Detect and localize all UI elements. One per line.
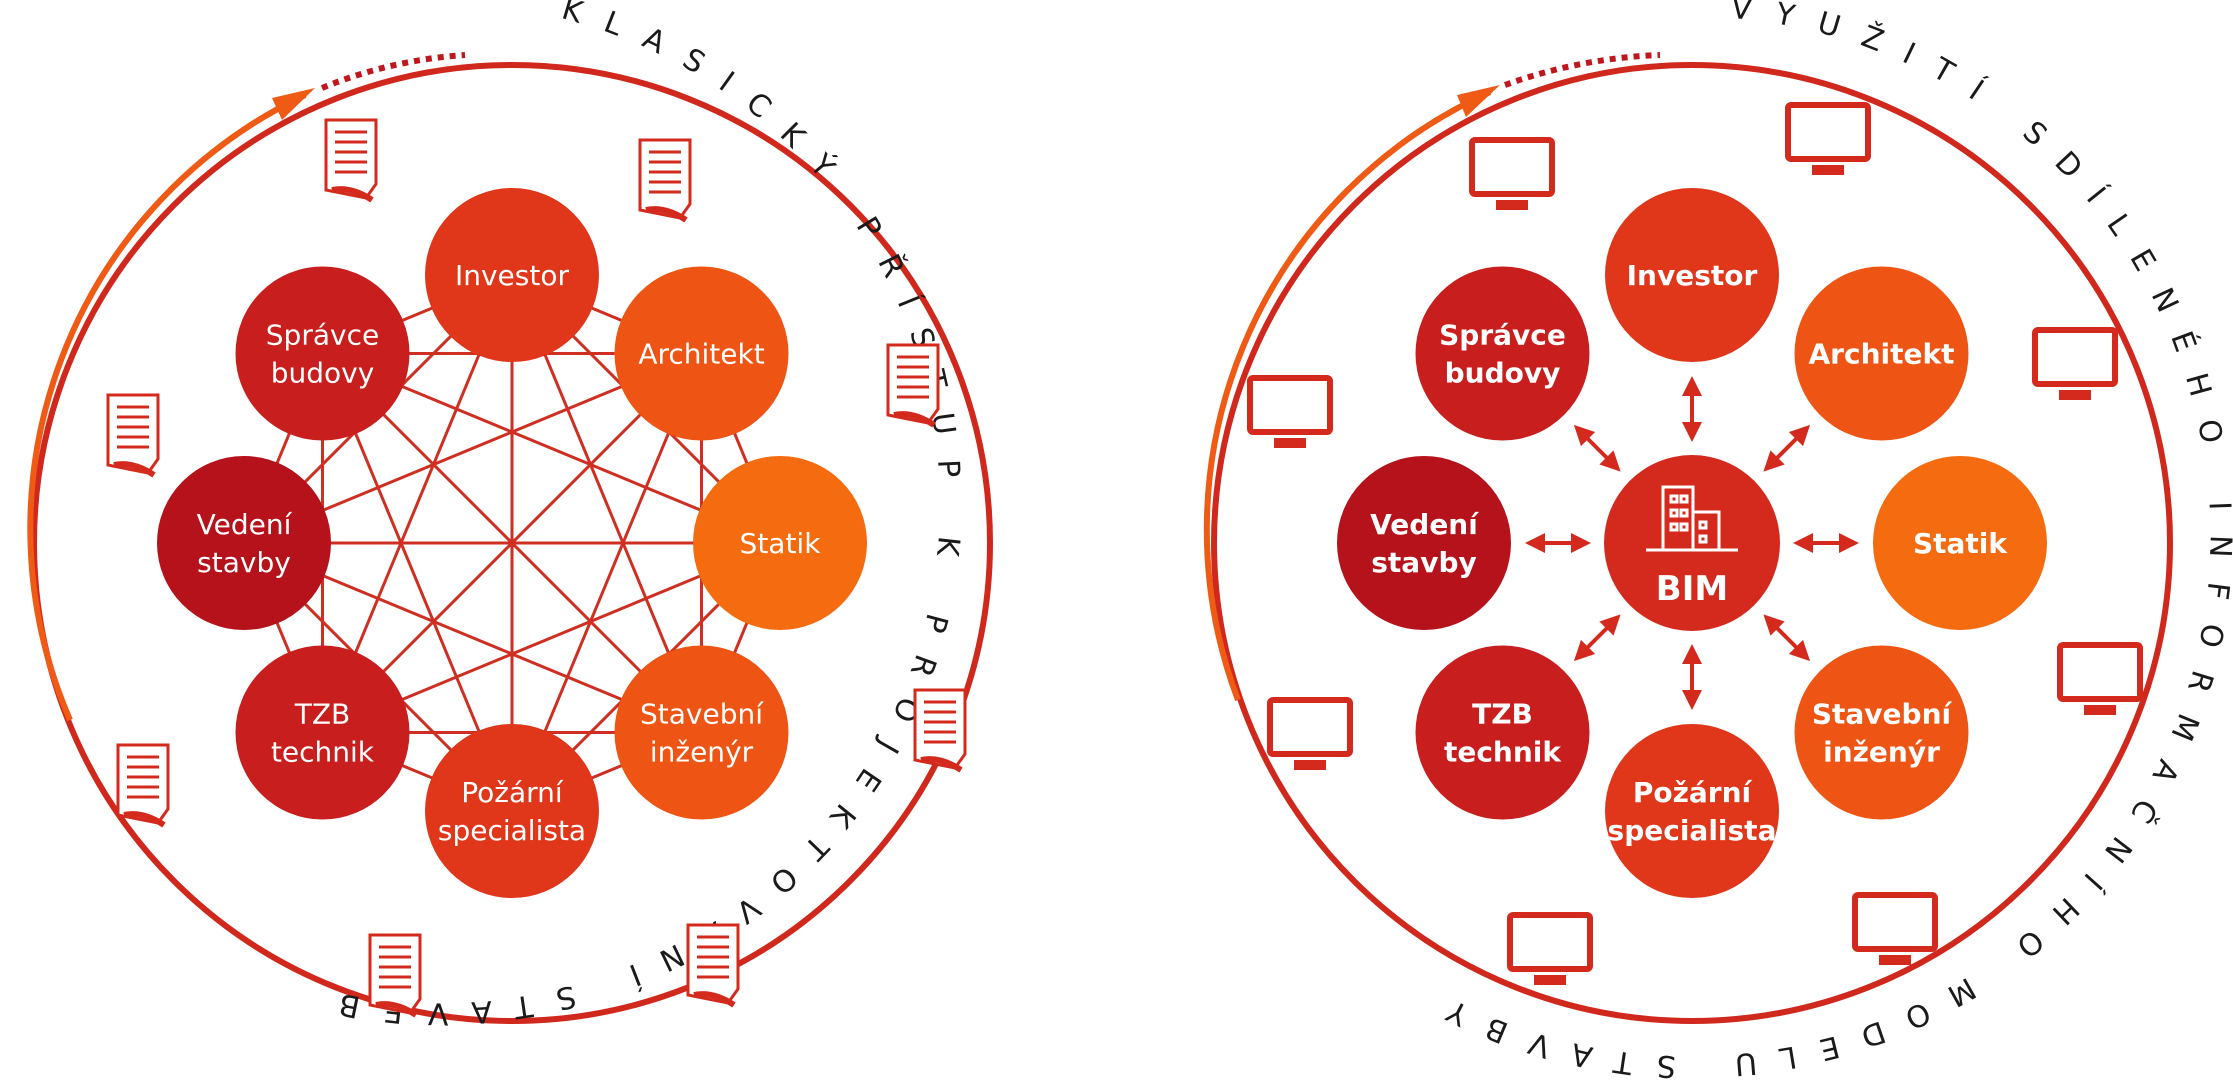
left-node-label-statik-0: Statik: [740, 527, 822, 560]
monitor-icon: [1852, 892, 1938, 965]
left-ring-dotted: [320, 52, 466, 91]
left-document-icons: [106, 118, 967, 1018]
left-ring-arrow: [27, 92, 307, 722]
building-icon: [1646, 485, 1738, 552]
left-node-investor: Investor: [425, 188, 599, 362]
left-node-tzb-technik: TZB technik: [235, 645, 410, 820]
right-node-label-investor-0: Investor: [1627, 259, 1758, 292]
document-icon: [913, 688, 967, 773]
bim-arrow-spravce-budovy: [1573, 424, 1621, 472]
right-node-architekt: Architekt: [1794, 266, 1969, 441]
monitor-icon: [1247, 375, 1333, 448]
left-node-stavebni-inzenyr: Stavební inženýr: [614, 645, 789, 820]
right-node-stavebni-inzenyr: Stavební inženýr: [1794, 645, 1969, 820]
left-node-pozarni-specialista: Požární specialista: [425, 724, 599, 898]
right-node-label-stavebni-inzenyr-1: inženýr: [1823, 736, 1940, 769]
monitor-icon: [2057, 642, 2143, 715]
right-monitor-icons: [1247, 102, 2143, 985]
right-node-spravce-budovy: Správce budovy: [1415, 266, 1590, 441]
left-node-label-pozarni-specialista-0: Požární: [461, 776, 564, 809]
document-icon: [638, 138, 692, 223]
right-ring-arrow: [1203, 89, 1492, 702]
monitor-icon: [1785, 102, 1871, 175]
document-icon: [368, 933, 422, 1018]
left-diagram-classic-approach: KLASICKÝ PŘÍSTUP K PROJEKTOVÁNÍ STAVEB I…: [27, 0, 993, 1031]
document-icon: [106, 393, 160, 478]
left-node-label-spravce-budovy-0: Správce: [266, 318, 379, 351]
right-node-label-spravce-budovy-1: budovy: [1445, 356, 1561, 389]
right-node-vedeni-stavby: Vedení stavby: [1337, 456, 1511, 630]
right-node-investor: Investor: [1605, 188, 1779, 362]
bim-label: BIM: [1656, 569, 1728, 609]
right-node-label-stavebni-inzenyr-0: Stavební: [1812, 698, 1953, 731]
monitor-icon: [1267, 697, 1353, 770]
left-node-architekt: Architekt: [614, 266, 789, 441]
monitor-icon: [2032, 327, 2118, 400]
left-node-statik: Statik: [693, 456, 867, 630]
bim-arrow-architekt: [1763, 424, 1811, 472]
left-node-label-investor-0: Investor: [455, 259, 569, 292]
left-node-label-architekt-0: Architekt: [638, 337, 764, 370]
left-outer-ring: [31, 62, 993, 1024]
left-node-label-stavebni-inzenyr-0: Stavební: [640, 698, 764, 731]
right-node-pozarni-specialista: Požární specialista: [1605, 724, 1779, 898]
right-node-label-pozarni-specialista-1: specialista: [1608, 814, 1777, 847]
document-icon: [324, 118, 378, 203]
bim-arrow-tzb-technik: [1573, 614, 1621, 662]
right-node-tzb-technik: TZB technik: [1415, 645, 1590, 820]
right-node-label-statik-0: Statik: [1913, 527, 2008, 560]
right-node-statik: Statik: [1873, 456, 2047, 630]
right-diagram-bim-approach: VYUŽITÍ SDÍLENÉHO INFORMAČNÍHO MODELU ST…: [1203, 0, 2214, 1084]
left-node-label-tzb-technik-0: TZB: [294, 698, 351, 731]
right-node-label-architekt-0: Architekt: [1809, 337, 1955, 370]
left-role-nodes: InvestorArchitektStatikStavebníinženýrPo…: [157, 188, 867, 898]
right-node-label-tzb-technik-0: TZB: [1472, 698, 1533, 731]
right-node-label-spravce-budovy-0: Správce: [1439, 318, 1566, 351]
right-bim-arrows: [1525, 376, 1859, 710]
bim-arrow-stavebni-inzenyr: [1763, 614, 1811, 662]
monitor-icon: [1507, 912, 1593, 985]
left-node-label-tzb-technik-1: technik: [271, 736, 375, 769]
left-node-spravce-budovy: Správce budovy: [235, 266, 410, 441]
document-icon: [886, 343, 940, 428]
left-node-label-stavebni-inzenyr-1: inženýr: [650, 736, 754, 769]
left-node-label-vedeni-stavby-1: stavby: [197, 546, 291, 579]
document-icon: [116, 743, 170, 828]
right-node-label-vedeni-stavby-1: stavby: [1371, 546, 1477, 579]
left-node-vedeni-stavby: Vedení stavby: [157, 456, 331, 630]
bim-center-node: BIM: [1604, 455, 1780, 631]
left-node-label-pozarni-specialista-1: specialista: [438, 814, 586, 847]
right-node-label-pozarni-specialista-0: Požární: [1633, 776, 1753, 809]
right-node-label-vedeni-stavby-0: Vedení: [1370, 508, 1479, 541]
right-ring-arrowhead: [1457, 85, 1500, 117]
left-node-label-vedeni-stavby-0: Vedení: [197, 508, 293, 541]
right-role-nodes: InvestorArchitektStatikStavebníinženýrPo…: [1337, 188, 2047, 898]
right-node-label-tzb-technik-1: technik: [1444, 736, 1562, 769]
left-connection-line: [321, 352, 703, 734]
monitor-icon: [1469, 137, 1555, 210]
right-outer-ring: [1211, 62, 2173, 1024]
left-ring-arrowhead: [272, 88, 315, 120]
document-icon: [686, 923, 740, 1008]
left-node-label-spravce-budovy-1: budovy: [271, 356, 375, 389]
